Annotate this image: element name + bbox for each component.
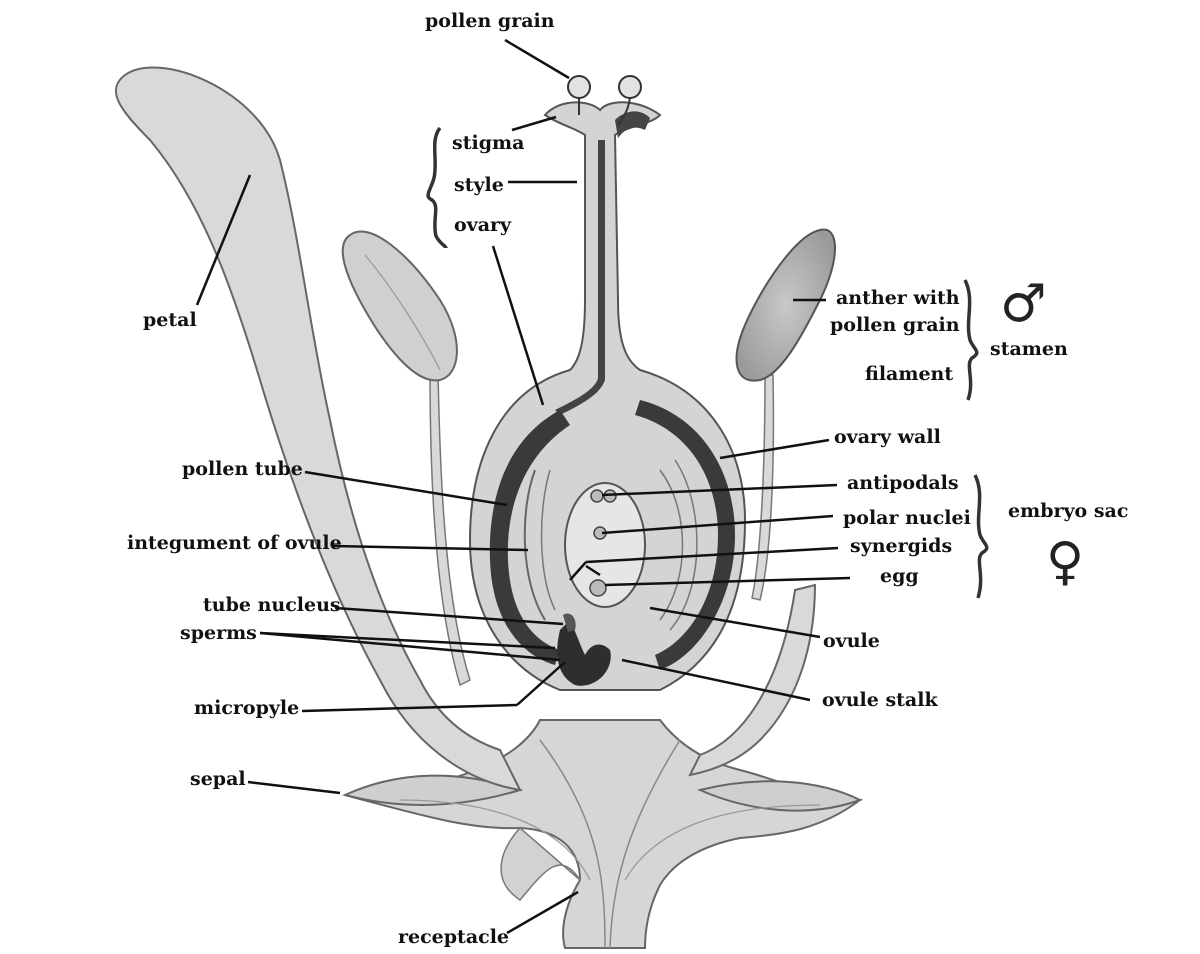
ovary-wall-layer [489,410,570,665]
label-sperms: sperms [180,622,257,644]
egg-shape [589,579,607,597]
ovary-wall-layer-right [635,400,735,670]
sepal-left-lower [500,826,581,901]
antipodals-shape [590,489,604,503]
leader-lines [195,38,851,935]
micropyle-shape [557,620,611,686]
embryo-sac-shape [564,482,646,608]
male-symbol-icon: ♂ [1000,274,1047,334]
label-ovary: ovary [454,214,512,236]
pollen-grain-left [567,75,591,99]
label-stigma: stigma [452,132,525,154]
receptacle-shape [344,719,864,949]
left-anther-shape [341,230,458,382]
right-filament-shape [751,374,775,601]
embryo-sac-bracket [973,474,989,599]
stamen-bracket [963,279,979,401]
label-tube-nucleus: tube nucleus [203,594,341,616]
ovary-shape [468,101,747,691]
left-filament-shape [429,369,471,687]
style-channel [555,140,605,415]
label-egg: egg [880,565,919,587]
pollen-grain-right [618,75,642,99]
label-ovary-wall: ovary wall [834,426,941,448]
label-receptacle: receptacle [398,926,510,948]
label-ovule-stalk: ovule stalk [822,689,938,711]
right-anther-shape [735,228,836,382]
label-pollen-tube: pollen tube [182,458,303,480]
petal-shape [114,66,522,792]
label-sepal: sepal [190,768,246,790]
label-embryo-sac: embryo sac [1008,500,1129,522]
label-ovule: ovule [823,630,880,652]
female-symbol-icon: ♀ [1046,532,1085,592]
label-style: style [454,174,504,196]
label-filament: filament [865,363,954,385]
label-anther-line1: anther with [836,287,960,309]
label-pollen-grain: pollen grain [425,10,555,32]
petal-right-shape [688,583,817,777]
tube-nucleus-shape [563,613,576,632]
label-stamen: stamen [990,338,1068,360]
label-petal: petal [143,309,197,331]
pistil-bracket [426,126,448,249]
label-polar-nuclei: polar nuclei [843,507,971,529]
label-synergids: synergids [850,535,953,557]
label-integument: integument of ovule [127,532,342,554]
sepal-right-shape [696,780,863,812]
label-antipodals: antipodals [847,472,959,494]
label-anther-line2: pollen grain [830,314,960,336]
label-micropyle: micropyle [194,697,300,719]
